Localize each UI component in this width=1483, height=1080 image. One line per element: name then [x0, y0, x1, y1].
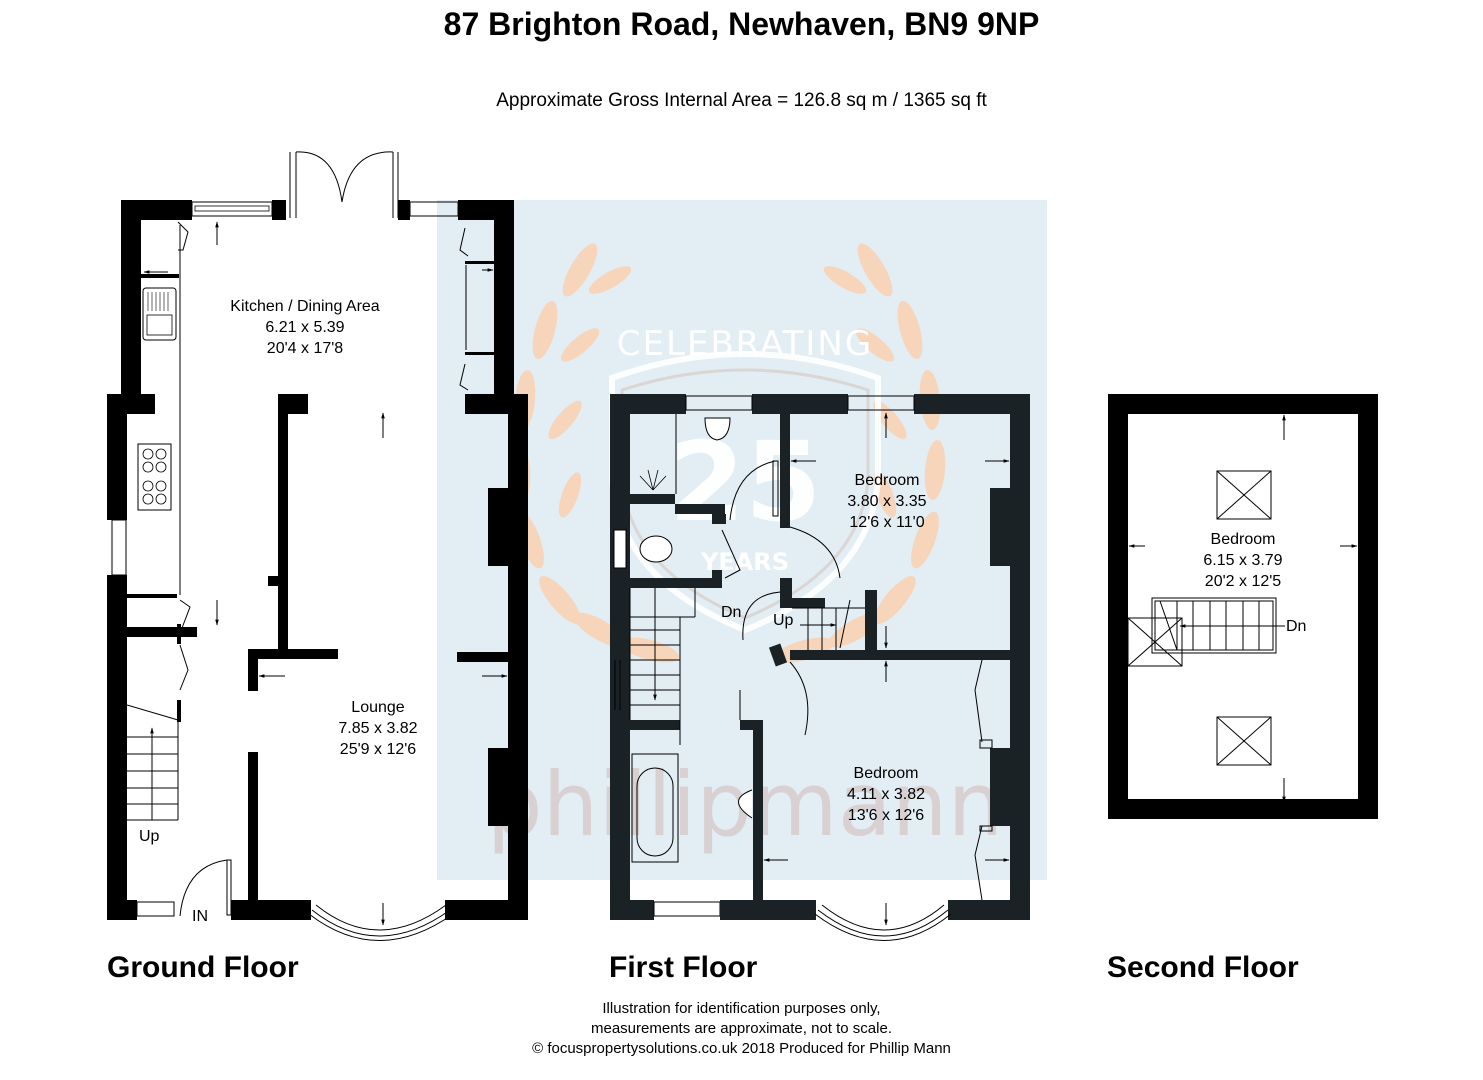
- first-floor-label: First Floor: [609, 951, 758, 984]
- gross-internal-area: Approximate Gross Internal Area = 126.8 …: [496, 90, 987, 111]
- first-stairs-up-label: Up: [773, 612, 794, 629]
- ground-floor-plan: [107, 151, 528, 941]
- room-name: Bedroom: [853, 765, 919, 782]
- disclaimer-line-1: Illustration for identification purposes…: [602, 1000, 881, 1017]
- room-imperial: 20'2 x 12'5: [1204, 573, 1282, 590]
- room-name: Kitchen / Dining Area: [230, 298, 380, 315]
- second-floor-label: Second Floor: [1107, 951, 1299, 984]
- entrance-label: IN: [192, 908, 208, 925]
- svg-text:25: 25: [668, 418, 821, 546]
- room-bedroom-second: Bedroom 6.15 x 3.79 20'2 x 12'5: [1133, 529, 1353, 592]
- room-metric: 6.21 x 5.39: [265, 319, 345, 336]
- room-name: Bedroom: [1210, 531, 1276, 548]
- room-lounge: Lounge 7.85 x 3.82 25'9 x 12'6: [268, 697, 488, 760]
- second-stairs-down-label: Dn: [1286, 618, 1307, 635]
- property-address-title: 87 Brighton Road, Newhaven, BN9 9NP: [443, 6, 1040, 42]
- first-stairs-down-label: Dn: [721, 604, 742, 621]
- svg-text:CELEBRATING: CELEBRATING: [617, 324, 873, 364]
- second-floor-plan: [1108, 394, 1378, 819]
- room-metric: 7.85 x 3.82: [338, 720, 418, 737]
- room-imperial: 13'6 x 12'6: [847, 807, 925, 824]
- copyright-line: © focuspropertysolutions.co.uk 2018 Prod…: [532, 1040, 951, 1057]
- room-name: Bedroom: [854, 472, 920, 489]
- room-bedroom-first-rear: Bedroom 3.80 x 3.35 12'6 x 11'0: [777, 470, 997, 533]
- room-metric: 3.80 x 3.35: [847, 493, 927, 510]
- ground-floor-label: Ground Floor: [107, 951, 299, 984]
- room-name: Lounge: [351, 699, 405, 716]
- room-bedroom-first-front: Bedroom 4.11 x 3.82 13'6 x 12'6: [776, 763, 996, 826]
- room-imperial: 12'6 x 11'0: [849, 514, 925, 531]
- first-floor-plan: [610, 394, 1030, 941]
- disclaimer-footer: Illustration for identification purposes…: [0, 999, 1483, 1059]
- disclaimer-line-2: measurements are approximate, not to sca…: [591, 1020, 892, 1037]
- room-imperial: 20'4 x 17'8: [266, 340, 344, 357]
- room-kitchen-dining: Kitchen / Dining Area 6.21 x 5.39 20'4 x…: [195, 296, 415, 359]
- room-metric: 4.11 x 3.82: [847, 786, 925, 803]
- ground-stairs-up-label: Up: [139, 828, 160, 845]
- room-metric: 6.15 x 3.79: [1203, 552, 1283, 569]
- room-imperial: 25'9 x 12'6: [339, 741, 417, 758]
